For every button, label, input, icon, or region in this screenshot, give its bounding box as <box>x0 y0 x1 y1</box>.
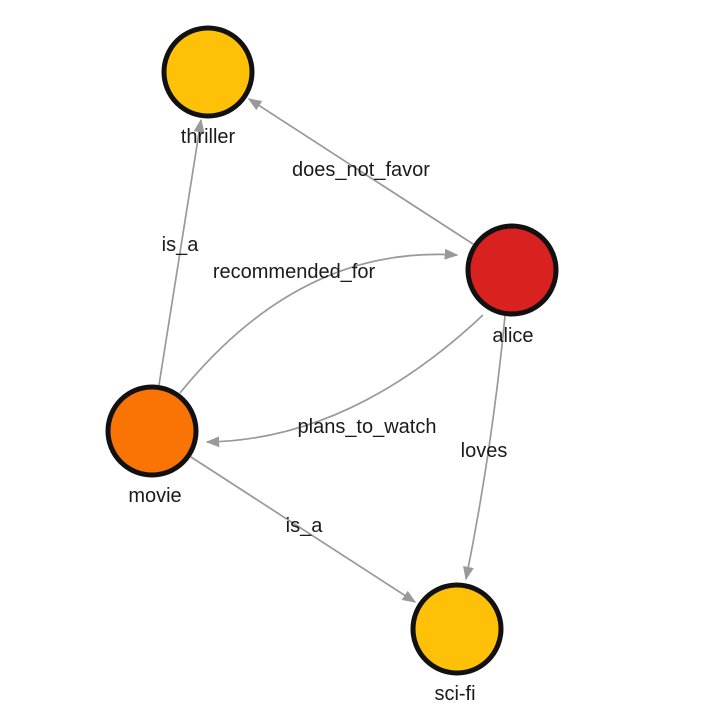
node-alice[interactable] <box>465 223 559 317</box>
edge-alice-plans-to-watch-movie <box>205 314 484 448</box>
edge-label-is-a-bottom: is_a <box>286 515 324 537</box>
edge-movie-is-a-thriller <box>158 118 205 386</box>
node-sci-fi[interactable] <box>410 582 504 676</box>
edge-movie-is-a-sci-fi <box>190 456 417 603</box>
edge-label-recommended-for: recommended_for <box>213 261 376 283</box>
edge-label-loves: loves <box>461 440 508 462</box>
edge-label-does-not-favor: does_not_favor <box>292 159 430 181</box>
node-label-movie: movie <box>128 485 181 507</box>
node-label-thriller: thriller <box>181 126 236 148</box>
edge-label-plans-to-watch: plans_to_watch <box>298 416 437 438</box>
node-label-alice: alice <box>492 325 533 347</box>
node-thriller[interactable] <box>161 25 255 119</box>
edge-label-is-a-top: is_a <box>162 234 200 256</box>
edge-alice-does-not-favor-thriller <box>247 98 474 245</box>
node-movie[interactable] <box>105 384 199 478</box>
edge-movie-recommended-for-alice <box>179 248 459 394</box>
node-label-sci-fi: sci-fi <box>434 683 475 705</box>
edge-alice-loves-sci-fi <box>463 315 506 581</box>
